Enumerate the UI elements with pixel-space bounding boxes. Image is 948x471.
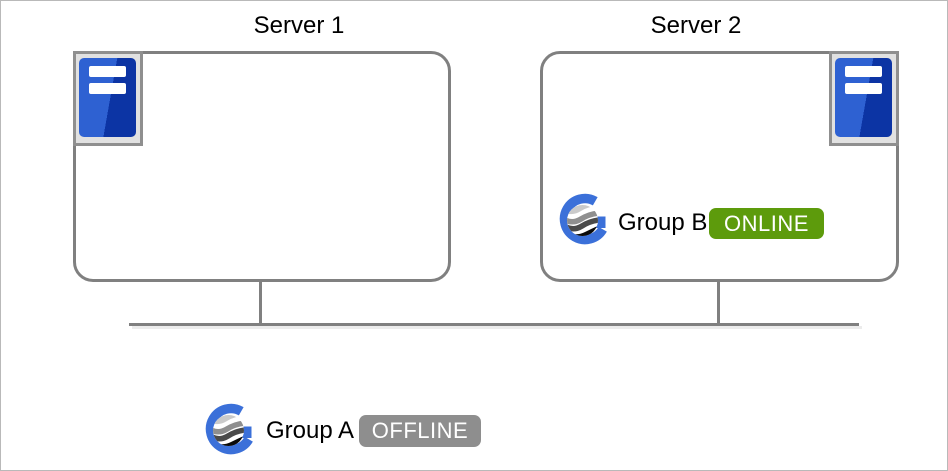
network-bus-line [129,323,859,326]
server-1-link-line [259,280,262,324]
server-2-link-line [717,280,720,324]
group-a-name: Group A [266,417,355,444]
server-1-label: Server 1 [253,12,345,39]
server-drive-bar [845,83,882,94]
cluster-group-icon [559,193,607,245]
server-chassis [835,58,892,137]
server-icon [73,51,143,146]
server-drive-bar [89,66,126,77]
server-chassis [79,58,136,137]
group-b-name: Group B [618,209,708,236]
server-2-label: Server 2 [650,12,742,39]
server-drive-bar [89,83,126,94]
cluster-group-icon [205,403,253,455]
status-badge-offline: OFFLINE [359,415,481,447]
server-drive-bar [845,66,882,77]
server-icon [829,51,899,146]
status-badge-online: ONLINE [709,208,824,239]
